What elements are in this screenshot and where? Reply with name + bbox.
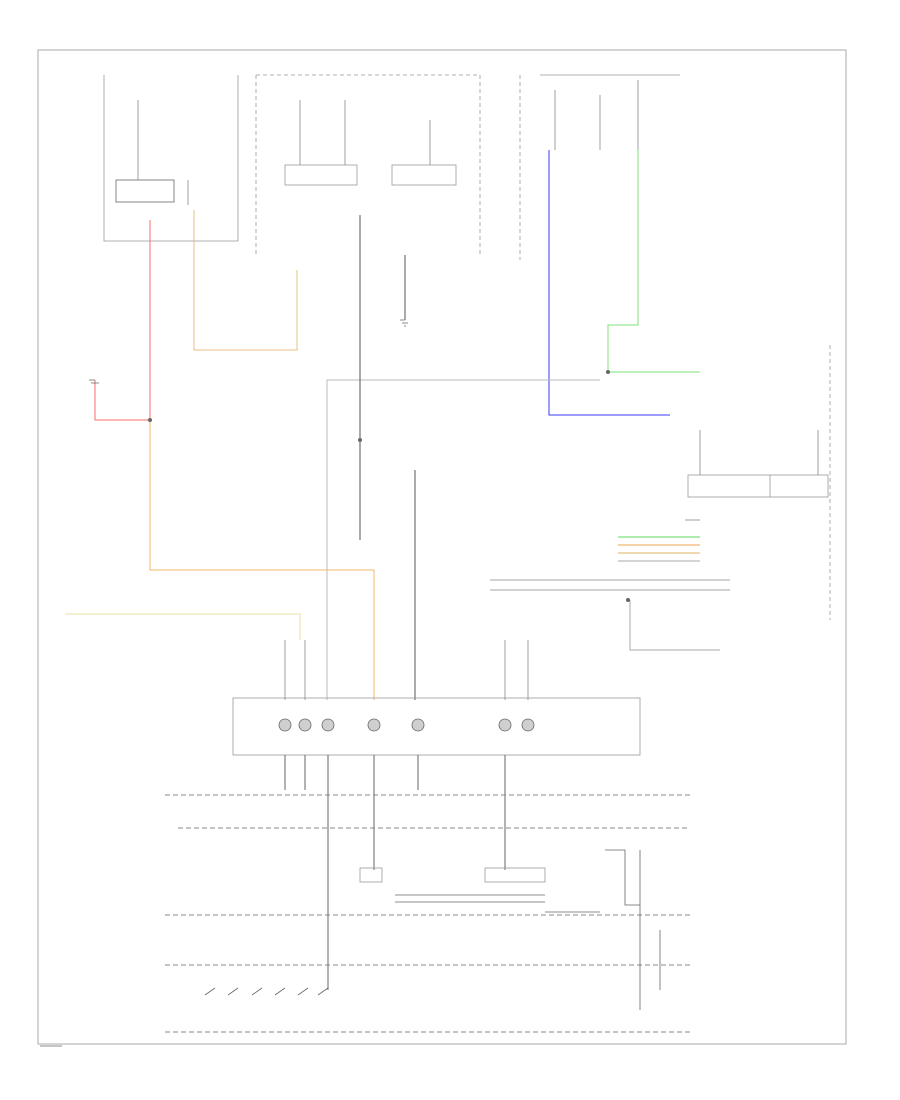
instrument-cluster xyxy=(687,345,831,620)
switch-contacts xyxy=(204,987,329,996)
wire-green xyxy=(607,150,700,373)
clock-spring xyxy=(232,697,641,756)
steering-bus-lines xyxy=(165,794,690,1033)
cluster-signal-wires xyxy=(490,519,730,591)
fuse-box-left xyxy=(103,75,239,242)
wire-gray-right xyxy=(629,600,720,651)
diagram-border xyxy=(37,49,847,1045)
wire-yellow-upper xyxy=(193,210,298,351)
junction-box-middle xyxy=(255,74,481,255)
ground-symbols xyxy=(89,319,408,384)
wire-orange xyxy=(149,420,375,700)
steering-switch-module xyxy=(359,849,661,1010)
wire-red xyxy=(94,220,151,421)
wire-blue xyxy=(548,150,670,416)
connector-leads xyxy=(284,640,529,990)
wire-gray-left xyxy=(326,379,600,700)
wire-yellow-lower xyxy=(65,613,301,640)
fuse-box-right xyxy=(519,74,680,260)
splice-points xyxy=(148,370,630,602)
